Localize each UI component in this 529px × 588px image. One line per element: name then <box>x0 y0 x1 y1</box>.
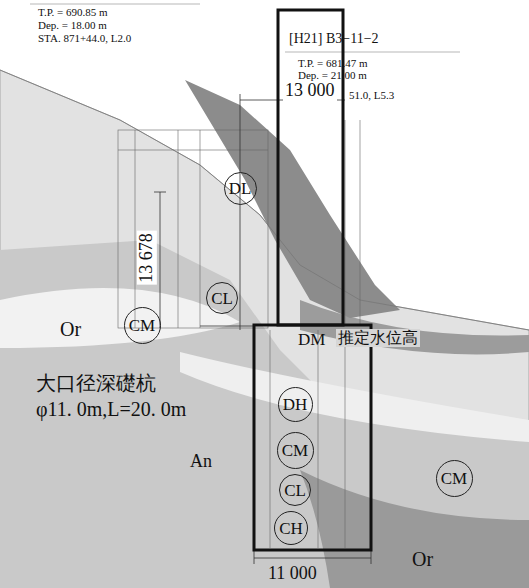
stratum-circle: DL <box>224 172 257 205</box>
stratum-circle: CL <box>279 474 311 506</box>
section-label: Or <box>60 318 81 340</box>
section-label: φ11. 0m,L=20. 0m <box>36 398 186 420</box>
section-label: STA. 871+44.0, L2.0 <box>38 32 131 44</box>
stratum-circle: DH <box>278 387 313 422</box>
stratum-code: CL <box>211 290 233 307</box>
stratum-code: CH <box>279 520 303 537</box>
section-label: 13 678 <box>137 231 157 285</box>
section-label: 推定水位高 <box>336 329 420 347</box>
stratum-code: DL <box>229 180 252 197</box>
stratum-code: CL <box>284 482 306 499</box>
section-label: 51.0, L5.3 <box>347 89 396 101</box>
section-label: Dep. = 18.00 m <box>38 19 107 31</box>
section-label: DM <box>298 331 325 350</box>
section-label: An <box>190 452 212 472</box>
stratum-circle: CL <box>206 282 238 314</box>
section-label: Dep. = 21.00 m <box>298 69 367 81</box>
stratum-code: CM <box>441 470 467 487</box>
section-label: [H21] B3−11−2 <box>289 31 379 46</box>
section-label: 11 000 <box>268 564 317 584</box>
stratum-code: CM <box>129 317 155 334</box>
stratum-circle: CM <box>436 460 473 497</box>
section-label: 大口径深礎杭 <box>36 372 156 394</box>
stratum-circle: CH <box>274 511 308 545</box>
stratum-circle: CM <box>277 432 314 469</box>
section-label: T.P. = 681.47 m <box>298 57 368 69</box>
section-label: 13 000 <box>283 81 337 101</box>
section-label: T.P. = 690.85 m <box>38 6 108 18</box>
stratum-code: CM <box>282 442 308 459</box>
section-label: Or <box>412 548 433 570</box>
stratum-circle: CM <box>124 307 161 344</box>
stratum-code: DH <box>283 396 308 413</box>
